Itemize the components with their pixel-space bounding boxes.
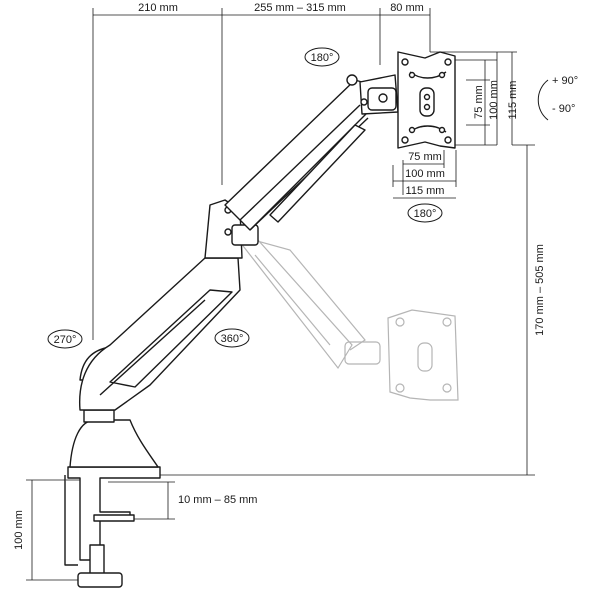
base-rotation-badge: [47, 329, 83, 349]
label-vesa-large-h: 100 mm: [488, 80, 500, 120]
label-clamp-height: 100 mm: [13, 510, 25, 550]
label-base-offset: 210 mm: [138, 2, 178, 14]
ghost-arm-position: [238, 237, 459, 401]
label-base-rotation: 270°: [54, 334, 77, 346]
label-bottom-swivel: 180°: [414, 208, 437, 220]
label-head-depth: 80 mm: [390, 2, 424, 14]
label-vesa-large-w: 100 mm: [405, 168, 445, 180]
label-tilt-down: - 90°: [552, 103, 575, 115]
rotation-labels: 180° 180° 270° 360° + 90° - 90°: [54, 52, 579, 346]
label-plate-w: 115 mm: [406, 185, 445, 197]
label-arm-rotation: 360°: [221, 333, 244, 345]
label-clamp-range: 10 mm – 85 mm: [178, 494, 257, 506]
rotation-badges: [47, 47, 549, 349]
label-vesa-small-w: 75 mm: [408, 151, 442, 163]
label-vesa-small-h: 75 mm: [473, 85, 485, 119]
label-plate-h: 115 mm: [507, 81, 519, 120]
tilt-head: [359, 74, 399, 115]
vesa-plate: [397, 51, 456, 149]
upper-arm: [224, 74, 381, 231]
top-dimension-lines: [26, 8, 535, 581]
label-tilt-up: + 90°: [552, 75, 578, 87]
monitor-arm: [64, 51, 456, 588]
bottom-swivel-badge: [407, 203, 443, 223]
label-top-swivel: 180°: [311, 52, 334, 64]
arm-rotation-badge: [214, 328, 250, 348]
tilt-arc-icon: [537, 79, 549, 121]
dimension-labels: 210 mm 255 mm – 315 mm 80 mm 75 mm 100 m…: [13, 2, 546, 550]
elbow-joint: [204, 199, 259, 259]
label-height-range: 170 mm – 505 mm: [534, 244, 546, 336]
label-arm-reach: 255 mm – 315 mm: [254, 2, 346, 14]
lower-arm: [78, 257, 241, 411]
top-swivel-badge: [304, 47, 340, 67]
desk-clamp: [64, 466, 161, 588]
